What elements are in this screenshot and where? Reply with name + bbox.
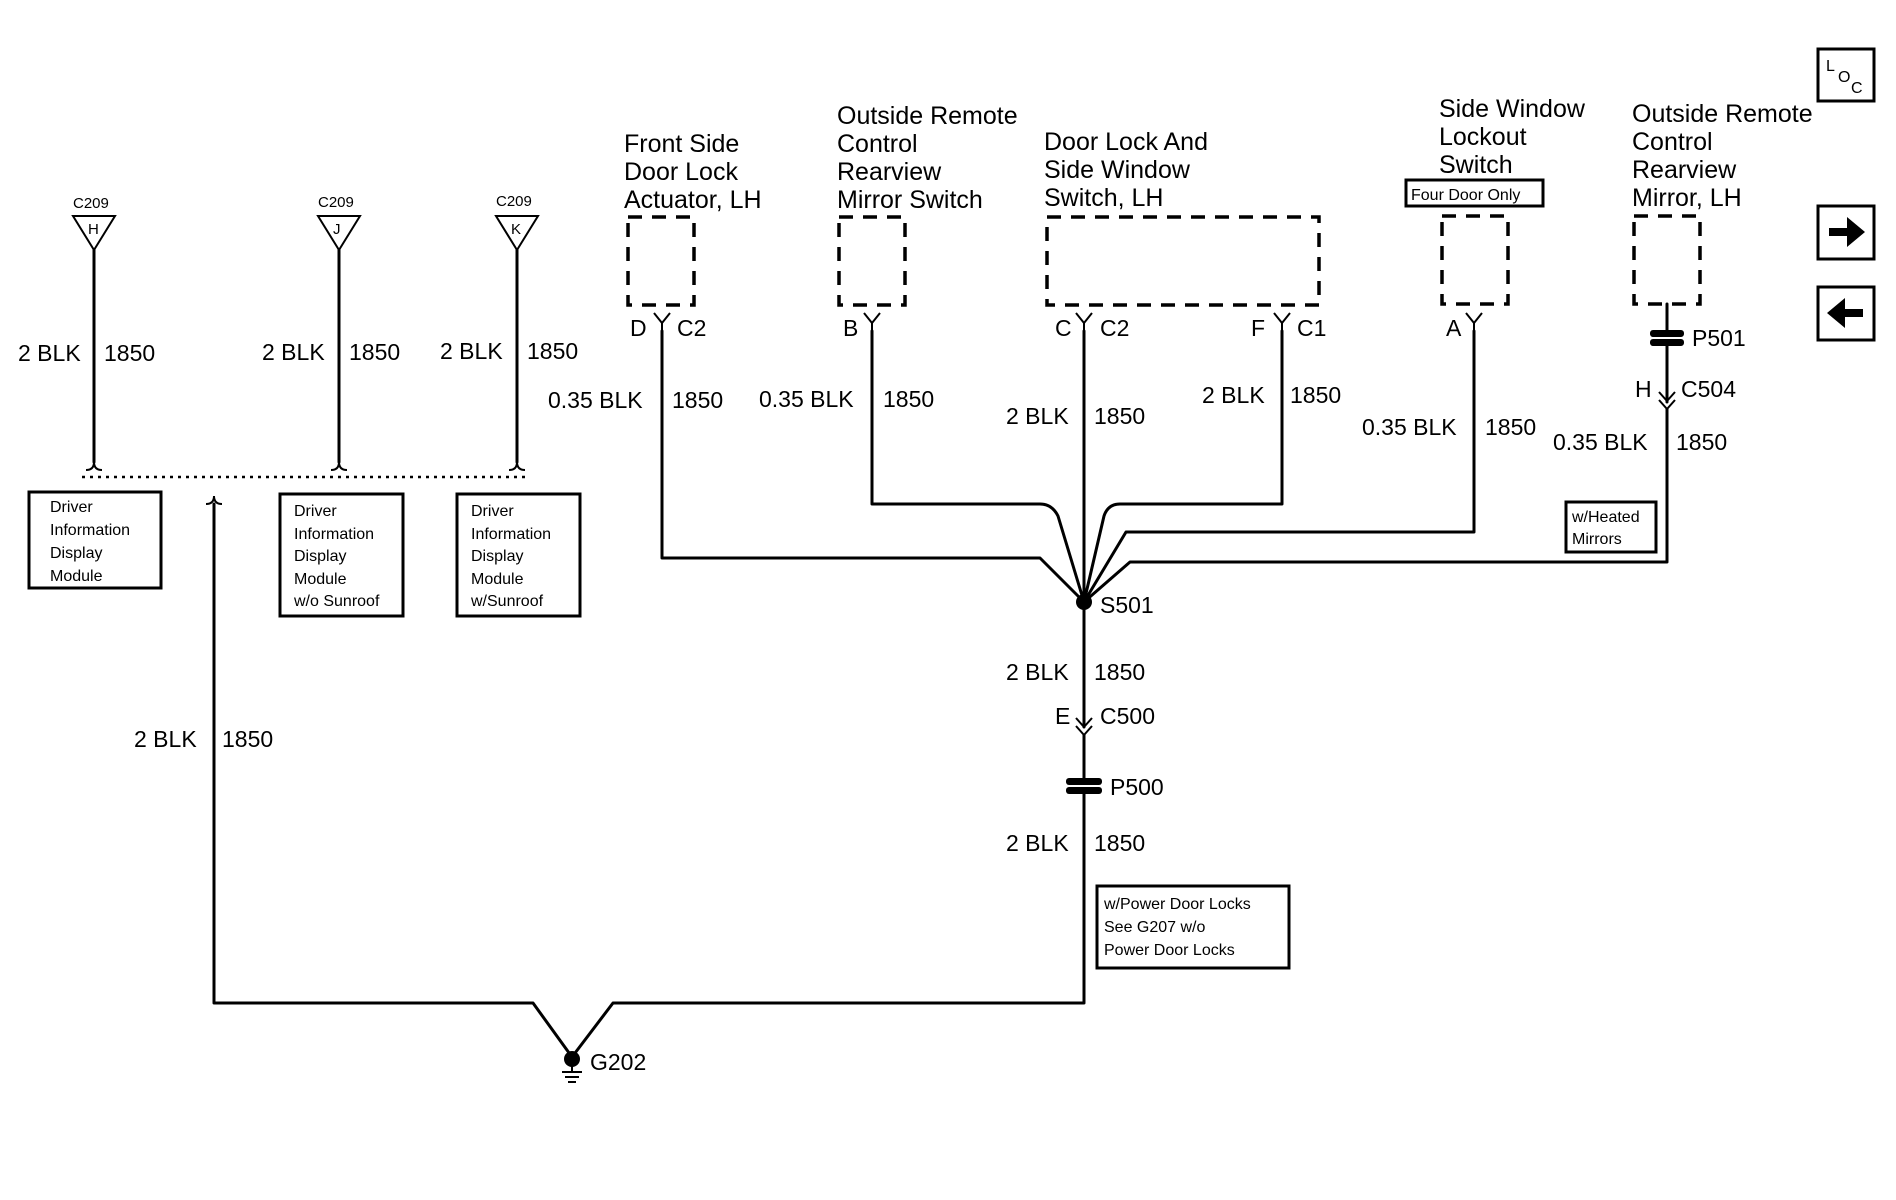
wire-gauge: 2 BLK (1202, 382, 1265, 408)
pin-label: F (1251, 315, 1265, 341)
module-label: Driver Information Display Module w/Sunr… (470, 503, 556, 610)
splice-pack-label: P500 (1110, 774, 1164, 800)
circuit-number: 1850 (672, 387, 723, 413)
connector-c209-j: C209 J 2 BLK 1850 (262, 194, 400, 464)
loc-letter-o: O (1838, 69, 1850, 86)
component-outside-mirror: Outside Remote Control Rearview Mirror, … (1553, 100, 1820, 554)
splice-pack-p500 (1066, 778, 1102, 794)
circuit-number: 1850 (1094, 659, 1145, 685)
wire-gauge: 2 BLK (1006, 403, 1069, 429)
component-label: Outside Remote Control Rearview Mirror, … (1632, 100, 1820, 212)
connector-c209-k: C209 K 2 BLK 1850 (440, 193, 578, 464)
component-label: Side Window Lockout Switch (1439, 95, 1592, 179)
component-label: Outside Remote Control Rearview Mirror S… (837, 102, 1025, 214)
wire-gauge: 2 BLK (440, 338, 503, 364)
connector-pin: H (88, 221, 99, 238)
circuit-number: 1850 (222, 726, 273, 752)
module-label: Driver Information Display Module (50, 499, 135, 585)
pin-label: D (630, 315, 647, 341)
circuit-number: 1850 (1094, 403, 1145, 429)
trunk-wire: 2 BLK 1850 E C500 P500 2 BLK 1850 w/Powe… (570, 600, 1291, 1059)
splice-pack-label: P501 (1692, 325, 1746, 351)
option-label: Four Door Only (1411, 187, 1520, 204)
connector-label: C2 (1100, 315, 1129, 341)
wires-to-splice (660, 329, 1669, 604)
wire-gauge: 2 BLK (134, 726, 197, 752)
pin-label: B (843, 315, 858, 341)
component-label: Door Lock And Side Window Switch, LH (1044, 128, 1215, 212)
circuit-number: 1850 (1290, 382, 1341, 408)
loc-letter-c: C (1851, 80, 1863, 97)
pin-label: C (1055, 315, 1072, 341)
pin-label: H (1635, 376, 1652, 402)
pin-label: A (1446, 315, 1462, 341)
loc-letter-l: L (1826, 58, 1835, 75)
wire-gauge: 2 BLK (262, 339, 325, 365)
component-label: Front Side Door Lock Actuator, LH (624, 130, 762, 214)
connector-label: C2 (677, 315, 706, 341)
wire-gauge: 0.35 BLK (1553, 429, 1648, 455)
connector-label: C504 (1681, 376, 1736, 402)
component-door-lock-switch: Door Lock And Side Window Switch, LH C C… (1006, 128, 1341, 429)
component-door-lock-actuator: Front Side Door Lock Actuator, LH D C2 0… (548, 130, 762, 413)
option-divider (82, 461, 530, 505)
wire-gauge: 0.35 BLK (759, 386, 854, 412)
trunk-note: w/Power Door Locks See G207 w/o Power Do… (1103, 896, 1255, 959)
circuit-number: 1850 (1094, 830, 1145, 856)
circuit-number: 1850 (527, 338, 578, 364)
wire-gauge: 0.35 BLK (548, 387, 643, 413)
circuit-number: 1850 (104, 340, 155, 366)
option-label: w/Heated Mirrors (1571, 509, 1644, 548)
connector-label: C209 (318, 194, 354, 211)
arrow-right-icon (1829, 217, 1865, 247)
next-page-button[interactable] (1816, 204, 1876, 261)
ground-label: G202 (590, 1049, 646, 1075)
splice-label: S501 (1100, 592, 1154, 618)
module-dim-without-sunroof: Driver Information Display Module w/o Su… (278, 492, 405, 618)
circuit-number: 1850 (1485, 414, 1536, 440)
connector-pin: J (333, 221, 341, 238)
previous-page-button[interactable] (1816, 285, 1876, 342)
component-lockout-switch: Side Window Lockout Switch Four Door Onl… (1362, 95, 1592, 440)
connector-label: C500 (1100, 703, 1155, 729)
circuit-number: 1850 (349, 339, 400, 365)
connector-c209-h: C209 H 2 BLK 1850 (18, 195, 155, 464)
module-dim: Driver Information Display Module (27, 490, 163, 590)
splice-s501: S501 (1076, 592, 1154, 618)
pin-label: E (1055, 703, 1070, 729)
wire-gauge: 0.35 BLK (1362, 414, 1457, 440)
wire-gauge: 2 BLK (18, 340, 81, 366)
module-label: Driver Information Display Module w/o Su… (293, 503, 380, 610)
circuit-number: 1850 (1676, 429, 1727, 455)
connector-label: C209 (496, 193, 532, 210)
component-mirror-switch: Outside Remote Control Rearview Mirror S… (759, 102, 1025, 412)
module-dim-with-sunroof: Driver Information Display Module w/Sunr… (455, 492, 582, 618)
connector-label: C209 (73, 195, 109, 212)
circuit-number: 1850 (883, 386, 934, 412)
arrow-left-icon (1827, 298, 1863, 328)
loc-button[interactable]: L O C (1816, 47, 1876, 103)
connector-label: C1 (1297, 315, 1326, 341)
left-ground-wire: 2 BLK 1850 (134, 502, 574, 1059)
wire-gauge: 2 BLK (1006, 659, 1069, 685)
ground-g202: G202 (562, 1049, 646, 1083)
connector-pin: K (511, 221, 521, 238)
wire-gauge: 2 BLK (1006, 830, 1069, 856)
splice-pack-p501 (1650, 330, 1684, 346)
